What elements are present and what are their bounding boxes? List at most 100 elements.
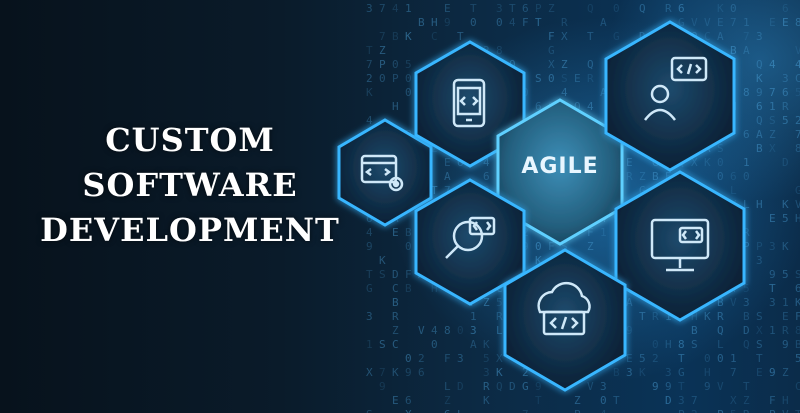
svg-text:4: 4 [600, 408, 607, 413]
svg-text:6: 6 [366, 212, 373, 225]
svg-text:0: 0 [392, 58, 399, 71]
svg-text:X: X [405, 408, 412, 413]
svg-text:1: 1 [366, 338, 373, 351]
svg-text:E: E [444, 156, 451, 169]
svg-text:6: 6 [535, 100, 542, 113]
svg-text:E: E [782, 310, 789, 323]
svg-text:Q: Q [639, 2, 646, 15]
svg-text:E: E [392, 394, 399, 407]
svg-text:C: C [795, 72, 800, 85]
svg-text:9: 9 [535, 380, 542, 393]
svg-text:9: 9 [782, 338, 789, 351]
svg-text:5: 5 [405, 58, 412, 71]
svg-text:Q: Q [574, 100, 581, 113]
svg-text:6: 6 [795, 282, 800, 295]
svg-text:5: 5 [743, 282, 750, 295]
svg-text:H: H [392, 100, 399, 113]
svg-text:K: K [496, 366, 503, 379]
svg-text:0: 0 [405, 240, 412, 253]
svg-text:7: 7 [691, 394, 698, 407]
svg-text:T: T [795, 408, 800, 413]
svg-text:0: 0 [600, 394, 607, 407]
svg-text:P: P [535, 2, 542, 15]
svg-text:3: 3 [756, 30, 763, 43]
svg-text:9: 9 [444, 16, 451, 29]
svg-text:Z: Z [587, 240, 594, 253]
svg-text:0: 0 [496, 16, 503, 29]
svg-text:K: K [366, 86, 373, 99]
svg-text:9: 9 [626, 324, 633, 337]
code-search-hexagon [414, 178, 526, 306]
svg-text:R: R [782, 324, 789, 337]
svg-text:B: B [418, 16, 425, 29]
svg-text:1: 1 [600, 226, 607, 239]
svg-text:T: T [431, 184, 438, 197]
svg-text:X: X [730, 394, 737, 407]
svg-text:R: R [665, 2, 672, 15]
svg-text:T: T [470, 2, 477, 15]
svg-text:V: V [691, 16, 698, 29]
svg-text:H: H [756, 198, 763, 211]
svg-text:R: R [496, 310, 503, 323]
svg-text:L: L [730, 184, 737, 197]
svg-text:T: T [613, 394, 620, 407]
svg-text:K: K [795, 296, 800, 309]
svg-text:0: 0 [613, 2, 620, 15]
svg-text:R: R [743, 226, 750, 239]
svg-text:3: 3 [756, 254, 763, 267]
svg-text:3: 3 [665, 366, 672, 379]
svg-text:T: T [769, 282, 776, 295]
svg-text:3: 3 [457, 352, 464, 365]
svg-text:Z: Z [782, 366, 789, 379]
svg-text:5: 5 [795, 86, 800, 99]
svg-text:Q: Q [587, 58, 594, 71]
svg-text:E: E [574, 72, 581, 85]
svg-text:D: D [509, 380, 516, 393]
svg-text:Z: Z [561, 58, 568, 71]
svg-text:X: X [691, 156, 698, 169]
svg-text:F: F [522, 16, 529, 29]
svg-text:7: 7 [379, 30, 386, 43]
developer-hexagon [604, 20, 736, 172]
svg-text:S: S [717, 142, 724, 155]
svg-text:G: G [613, 30, 620, 43]
svg-text:8: 8 [795, 324, 800, 337]
code-search-icon [445, 216, 496, 259]
svg-text:7: 7 [444, 184, 451, 197]
svg-text:K: K [782, 198, 789, 211]
svg-text:9: 9 [769, 366, 776, 379]
svg-text:F: F [444, 352, 451, 365]
svg-text:P: P [574, 408, 581, 413]
svg-text:8: 8 [444, 324, 451, 337]
svg-text:7: 7 [743, 30, 750, 43]
svg-text:B: B [691, 324, 698, 337]
svg-text:P: P [756, 240, 763, 253]
svg-text:2: 2 [366, 72, 373, 85]
monitor-code-hexagon [614, 170, 746, 322]
svg-text:G: G [639, 184, 646, 197]
svg-text:T: T [457, 30, 464, 43]
svg-text:9: 9 [366, 240, 373, 253]
svg-text:8: 8 [743, 86, 750, 99]
svg-text:Q: Q [756, 114, 763, 127]
svg-text:T: T [587, 30, 594, 43]
svg-text:E: E [444, 2, 451, 15]
svg-text:Z: Z [444, 394, 451, 407]
svg-text:Z: Z [639, 170, 646, 183]
svg-text:P: P [743, 240, 750, 253]
svg-text:R: R [483, 380, 490, 393]
svg-text:0: 0 [470, 16, 477, 29]
svg-text:R: R [717, 310, 724, 323]
svg-text:4: 4 [561, 86, 568, 99]
svg-text:X: X [548, 58, 555, 71]
svg-text:V: V [717, 380, 724, 393]
svg-text:T: T [678, 380, 685, 393]
svg-text:6: 6 [405, 394, 412, 407]
svg-text:F: F [795, 310, 800, 323]
mobile-code-icon [452, 78, 486, 128]
svg-text:B: B [756, 142, 763, 155]
svg-text:B: B [405, 282, 412, 295]
svg-text:C: C [431, 30, 438, 43]
svg-text:5: 5 [782, 268, 789, 281]
